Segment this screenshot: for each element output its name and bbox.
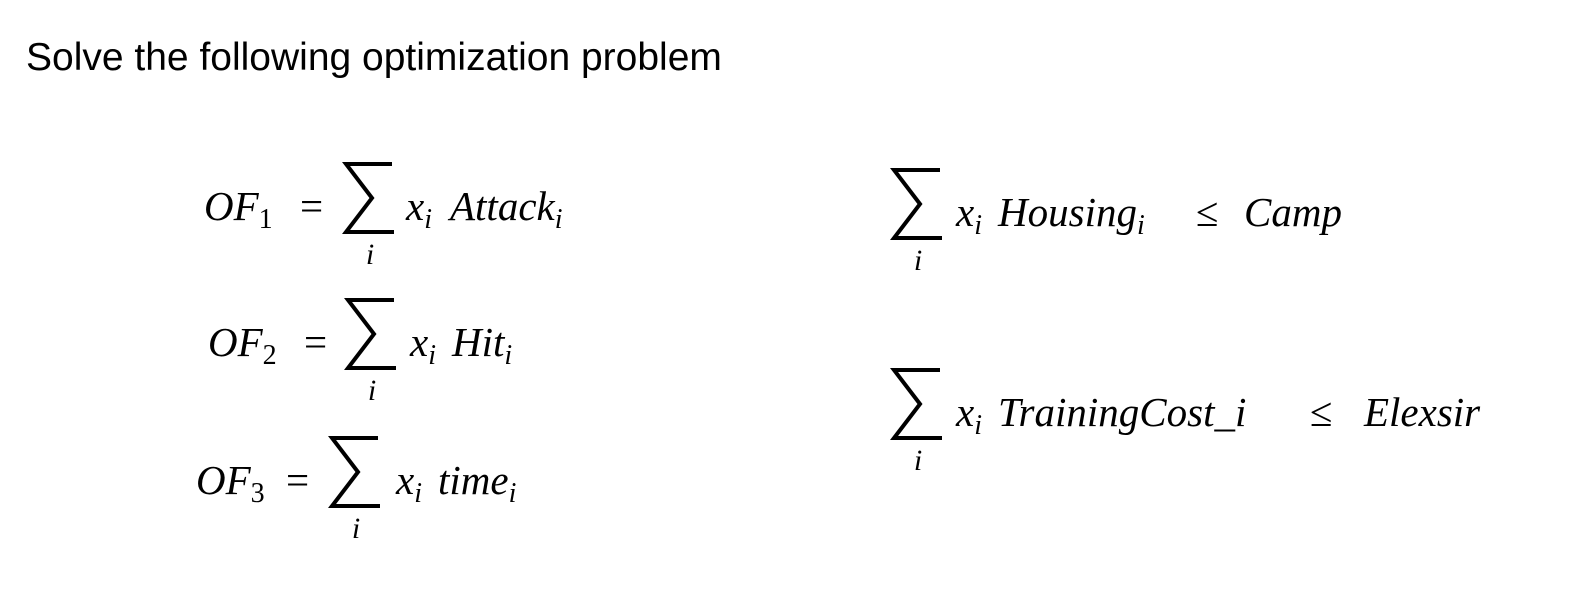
summation-index: i — [913, 244, 923, 277]
objective-lhs: OF2 — [208, 319, 277, 371]
objective-equation-1: OF1 = i xi Attacki — [204, 160, 624, 280]
constraint-rhs: Camp — [1244, 189, 1342, 235]
decision-variable: xi — [956, 389, 982, 441]
decision-variable: xi — [396, 457, 422, 509]
coefficient-name: timei — [438, 457, 517, 509]
summation-icon — [328, 434, 384, 510]
summation-index: i — [365, 238, 375, 271]
objective-equation-2: OF2 = i xi Hiti — [208, 296, 568, 416]
decision-variable: xi — [410, 319, 436, 371]
summation-icon — [344, 296, 400, 372]
coefficient-name: Attacki — [450, 183, 563, 235]
decision-variable: xi — [406, 183, 432, 235]
equals-sign: = — [304, 319, 328, 365]
coefficient-name: TrainingCost_i — [998, 389, 1247, 435]
equals-sign: = — [286, 457, 310, 503]
coefficient-name: Housingi — [998, 189, 1145, 241]
less-equal-sign: ≤ — [1196, 189, 1219, 235]
summation-icon — [890, 366, 946, 442]
coefficient-name: Hiti — [452, 319, 513, 371]
problem-title: Solve the following optimization problem — [26, 36, 722, 79]
summation-icon — [342, 160, 398, 236]
equals-sign: = — [300, 183, 324, 229]
objective-lhs: OF3 — [196, 457, 265, 509]
summation-index: i — [351, 512, 361, 545]
decision-variable: xi — [956, 189, 982, 241]
constraint-equation-2: i xi TrainingCost_i ≤ Elexsir — [890, 366, 1530, 486]
constraint-rhs: Elexsir — [1364, 389, 1481, 435]
less-equal-sign: ≤ — [1310, 389, 1333, 435]
summation-index: i — [367, 374, 377, 407]
summation-index: i — [913, 444, 923, 477]
summation-icon — [890, 166, 946, 242]
objective-lhs: OF1 — [204, 183, 273, 235]
objective-equation-3: OF3 = i xi timei — [196, 434, 576, 554]
constraint-equation-1: i xi Housingi ≤ Camp — [890, 166, 1410, 286]
